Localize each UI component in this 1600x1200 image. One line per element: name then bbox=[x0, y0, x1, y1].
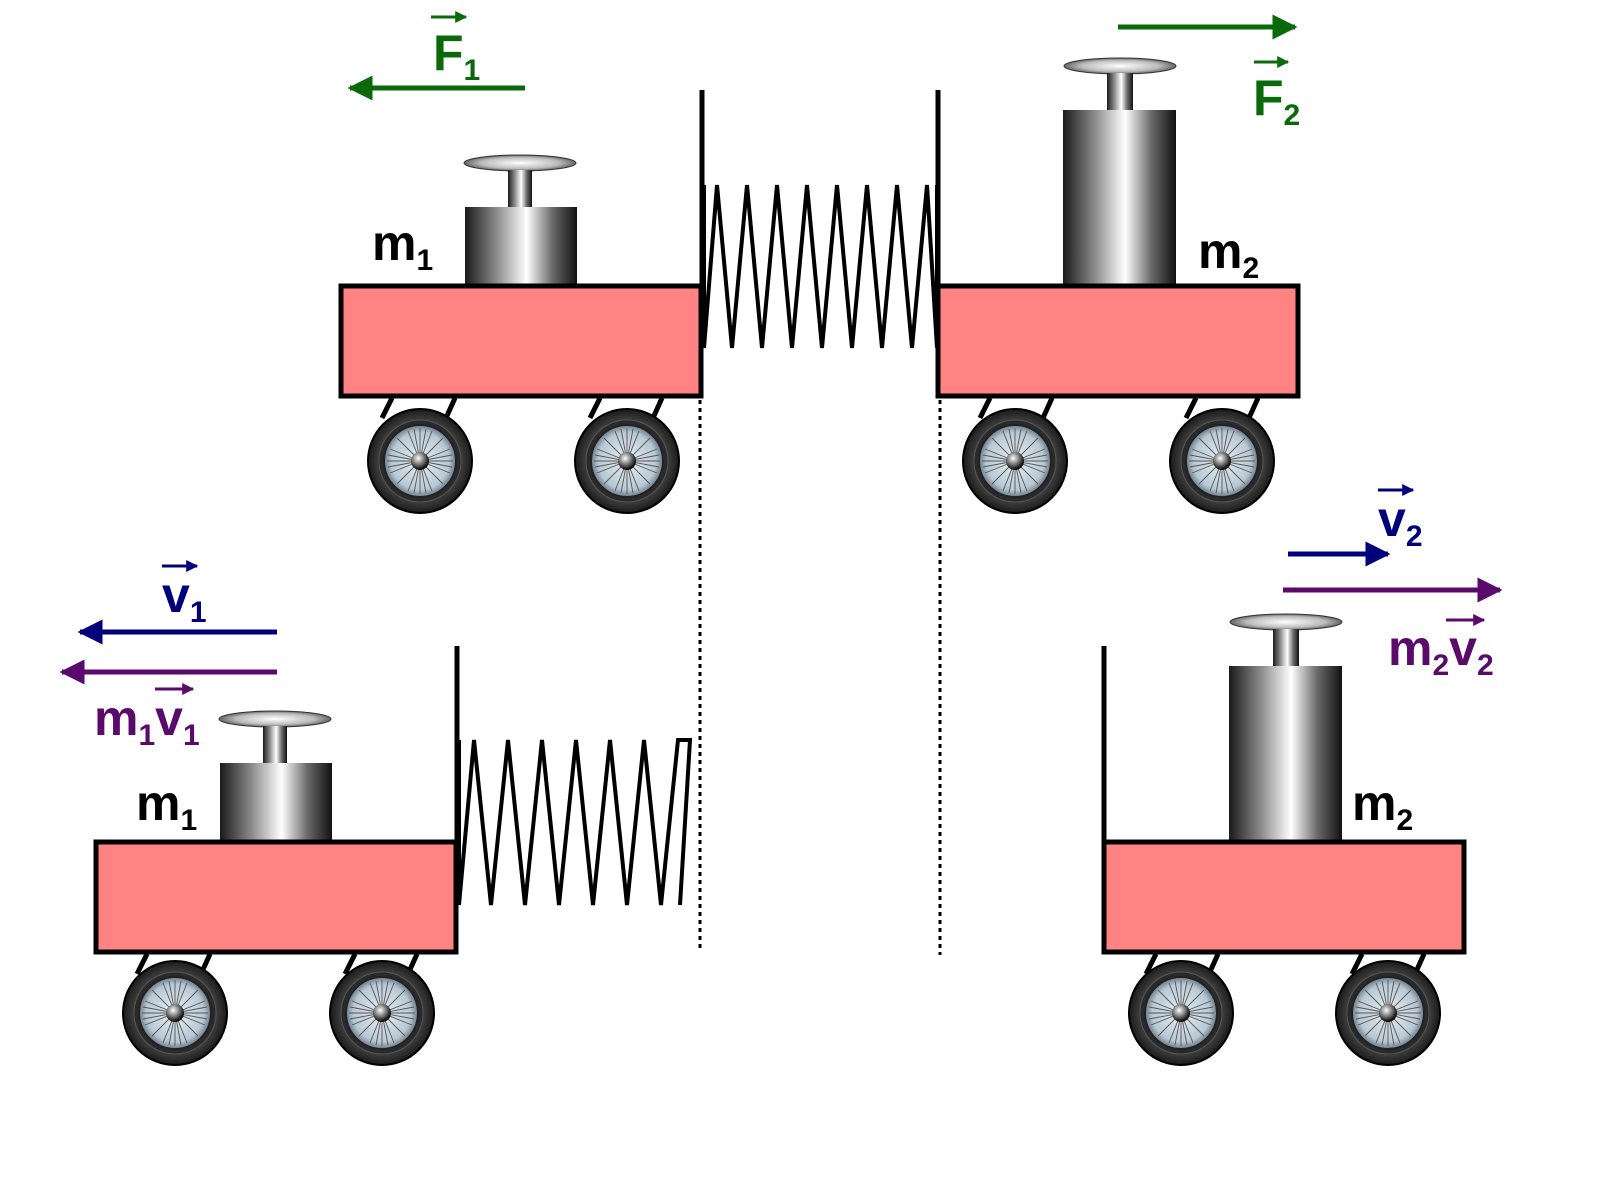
cart-1-top-brackets bbox=[379, 396, 665, 420]
svg-text:v2: v2 bbox=[1378, 491, 1423, 553]
mass-label-m2-top: m2 bbox=[1198, 223, 1259, 285]
wheel-icon bbox=[1335, 960, 1441, 1066]
cart-1-top-body bbox=[338, 283, 704, 399]
mass-label-m2-bottom: m2 bbox=[1352, 775, 1413, 837]
wheel-icon bbox=[1128, 960, 1234, 1066]
spring-icon bbox=[457, 738, 693, 906]
cart-1-top-weight bbox=[463, 154, 577, 287]
bottom-scene: m1 m2 v1 bbox=[59, 484, 1503, 1066]
velocity-label-v2: v2 bbox=[1378, 484, 1423, 553]
cart-2-bottom-body bbox=[1101, 839, 1467, 955]
cart-2-top-weight bbox=[1063, 57, 1177, 287]
cart-1-bottom-weight bbox=[218, 710, 332, 843]
wheel-icon bbox=[962, 408, 1068, 514]
svg-text:m2v2: m2v2 bbox=[1388, 620, 1494, 682]
spring-icon bbox=[702, 184, 939, 349]
force-label-f2: F2 bbox=[1253, 56, 1300, 132]
cart-1-bottom: m1 bbox=[93, 646, 460, 1066]
wheel-icon bbox=[367, 408, 473, 514]
cart-2-top-brackets bbox=[977, 396, 1261, 420]
cart-1-bottom-body bbox=[93, 839, 459, 955]
force-label-f1: F1 bbox=[431, 11, 480, 87]
cart-2-bottom-weight bbox=[1229, 613, 1343, 843]
wheel-icon bbox=[329, 960, 435, 1066]
momentum-label-m2v2: m2v2 bbox=[1388, 614, 1494, 682]
svg-text:F2: F2 bbox=[1253, 70, 1300, 132]
momentum-label-m1v1: m1v1 bbox=[94, 683, 200, 752]
cart-2-top: m2 bbox=[935, 57, 1301, 514]
mass-label-m1-bottom: m1 bbox=[136, 775, 197, 837]
mass-label-m1-top: m1 bbox=[372, 215, 433, 277]
svg-text:v1: v1 bbox=[162, 567, 207, 629]
wheel-icon bbox=[122, 960, 228, 1066]
svg-text:m1v1: m1v1 bbox=[94, 690, 200, 752]
velocity-label-v1: v1 bbox=[162, 560, 207, 629]
cart-1-top: m1 bbox=[338, 90, 705, 514]
wheel-icon bbox=[1169, 408, 1275, 514]
cart-2-bottom: m2 bbox=[1101, 613, 1467, 1066]
top-scene: m1 m2 F1 bbox=[338, 11, 1301, 955]
svg-text:F1: F1 bbox=[433, 25, 480, 87]
cart-2-top-body bbox=[935, 283, 1301, 399]
wheel-icon bbox=[574, 408, 680, 514]
